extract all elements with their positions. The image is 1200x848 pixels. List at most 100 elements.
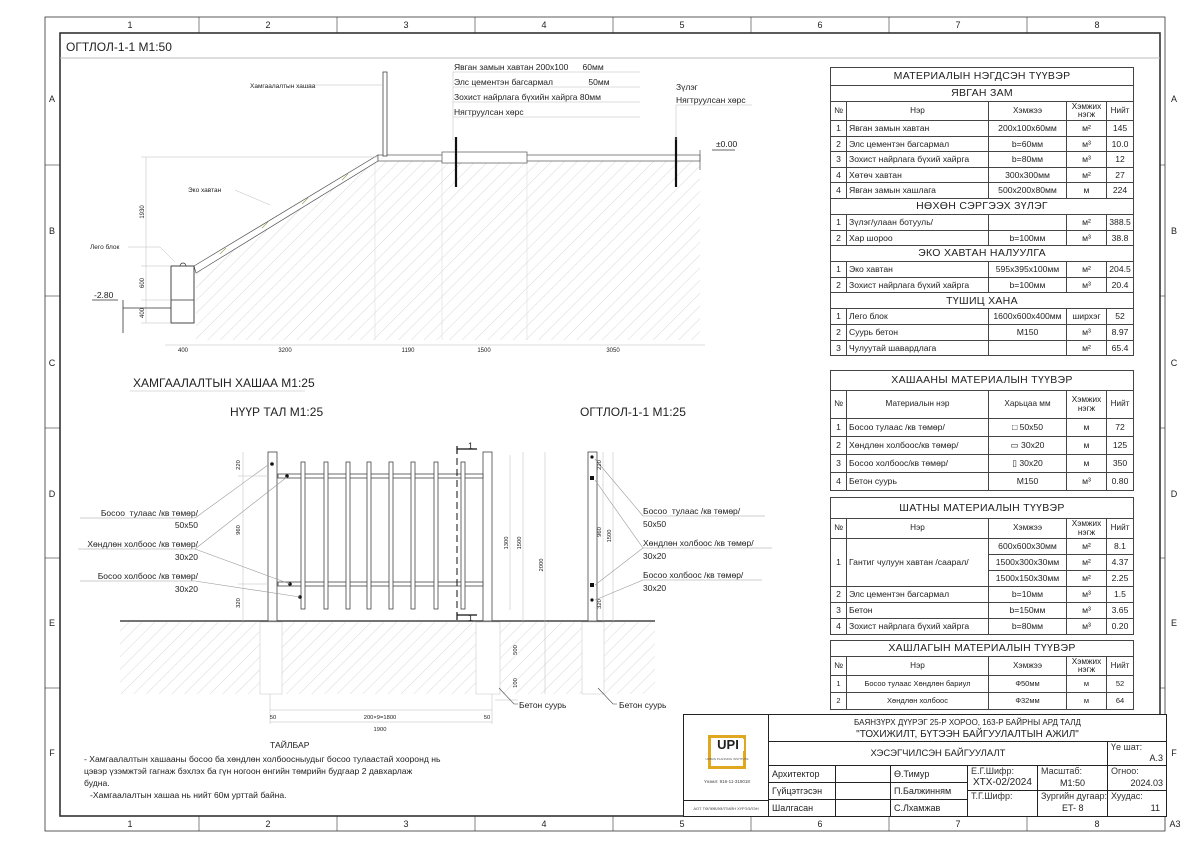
dim-label: 220 xyxy=(597,460,603,470)
table-cell: 0.80 xyxy=(1106,472,1134,491)
eg-label: Е.Г.Шифр: xyxy=(971,766,1014,776)
table-cell: b=60мм xyxy=(988,135,1067,153)
table-cell: 4 xyxy=(830,618,847,635)
signature-cell xyxy=(836,800,891,816)
lego-label: Лего блок xyxy=(90,243,119,251)
table-cell: b=80мм xyxy=(988,151,1067,168)
cut-mark: 1 xyxy=(468,441,473,451)
row-label: F xyxy=(49,748,55,758)
scale-cell: Масштаб: M1:50 xyxy=(1038,766,1108,791)
table-cell: м² xyxy=(1066,120,1107,137)
elevation-top: ±0.00 xyxy=(716,139,737,149)
concrete-label: Бетон суурь xyxy=(519,700,567,710)
date-label: Огноо: xyxy=(1111,766,1139,776)
logo-text: UPI xyxy=(717,737,739,752)
picket-size: 30x20 xyxy=(643,583,666,593)
tg-label: Т.Г.Шифр: xyxy=(971,791,1013,801)
table-cell: 10.0 xyxy=(1105,135,1135,153)
table-cell: 20.4 xyxy=(1105,276,1135,294)
table-cell: 2 xyxy=(830,229,847,247)
dim-label: 1190 xyxy=(402,348,416,354)
table-cell: 2 xyxy=(830,586,847,603)
table-cell: 300x300мм xyxy=(988,166,1067,184)
table-cell: Хөндлөн холбоос/кв төмөр/ xyxy=(846,436,989,455)
table-cell: м² xyxy=(1066,554,1107,571)
grass-label: Зүлэг xyxy=(676,82,698,92)
col-label: 7 xyxy=(955,819,960,829)
group-title: ТҮШИЦ ХАНА xyxy=(829,292,1135,310)
role: Гүйцэтгэсэн xyxy=(769,783,836,800)
drawing-number: ET- 8 xyxy=(1062,803,1084,813)
table-cell: Бетон суурь xyxy=(846,472,989,491)
grid-labels: 1 2 3 4 5 6 7 8 1 2 3 4 5 6 7 8 A B C D … xyxy=(49,20,1181,829)
logo-cell: UPI URBAN PLANNING INSTITUTE Үнэмл: 916-… xyxy=(684,715,769,800)
post-label: Босоо тулаас /кв төмөр/ xyxy=(643,506,741,516)
dim-label: 400 xyxy=(140,307,146,318)
signature-cell xyxy=(836,766,891,783)
table-cell: 3 xyxy=(830,602,847,619)
column-header: Хэмжээ xyxy=(988,101,1067,121)
table-cell: Босоо холбоос/кв төмөр/ xyxy=(846,454,989,473)
col-label: 6 xyxy=(817,20,822,30)
table-cell: b=100мм xyxy=(988,276,1067,294)
col-label: 2 xyxy=(265,819,270,829)
picket-size: 30x20 xyxy=(175,584,198,594)
layer-text: Зохист найрлага бүхийн хайрга 80мм xyxy=(454,92,601,102)
project-cell: БАЯНЗҮРХ ДҮҮРЭГ 25-Р ХОРОО, 163-Р БАЙРНЫ… xyxy=(769,715,1166,742)
table-cell: Босоо тулаас /кв төмөр/ xyxy=(846,418,989,437)
table-cell: 52 xyxy=(1105,675,1135,693)
dimension-lines xyxy=(128,71,752,346)
top-section-labels: Хамгаалалтын хашаа Эко хавтан Лего блок xyxy=(90,83,316,251)
col-label: 5 xyxy=(679,819,684,829)
column-header: Харьцаа мм xyxy=(988,390,1067,419)
post-size: 50x50 xyxy=(643,519,666,529)
fence-dims: 220 960 320 1300 1500 2000 500 100 50 20… xyxy=(236,460,613,733)
ground-hatch xyxy=(120,622,655,694)
table-cell: 4 xyxy=(830,166,847,184)
note-line: -Хамгаалалтын хашаа нь нийт 60м урттай б… xyxy=(90,790,287,800)
project-name: "ТОХИЖИЛТ, БҮТЭЭН БАЙГУУЛАЛТЫН АЖИЛ" xyxy=(856,729,1079,740)
dim-label: 1300 xyxy=(504,537,510,550)
group-title: НӨХӨН СЭРГЭЭХ ЗҮЛЭГ xyxy=(829,197,1135,215)
table-cell: 1 xyxy=(830,675,847,693)
table-cell: 3 xyxy=(830,454,847,473)
table-cell: м xyxy=(1066,675,1107,693)
table-cell: 1500x150x30мм xyxy=(988,570,1067,587)
dim-label: 100 xyxy=(513,678,519,688)
table-cell: Зохист найрлага бүхий хайрга xyxy=(846,618,989,635)
date-value: 2024.03 xyxy=(1130,778,1163,788)
sheet-title: ХЭСЭГЧИЛСЭН БАЙГУУЛАЛТ xyxy=(769,742,1108,766)
col-label: 1 xyxy=(127,20,132,30)
group-title: ЯВГАН ЗАМ xyxy=(829,85,1135,102)
column-header: № xyxy=(830,656,847,676)
rail-label: Хөндлөн холбоос /кв төмөр/ xyxy=(87,539,198,549)
person-name: Ө.Тимур xyxy=(891,766,968,783)
slope-section xyxy=(92,71,752,346)
table-cell: 4 xyxy=(830,472,847,491)
table-cell: 4 xyxy=(830,182,847,199)
column-header: Нэр xyxy=(846,101,989,121)
table-cell: 1600x600x400мм xyxy=(988,308,1067,325)
pavement xyxy=(377,154,701,162)
table-cell: м³ xyxy=(1066,618,1107,635)
tg-cell: Т.Г.Шифр: xyxy=(968,791,1038,816)
table-cell: м³ xyxy=(1066,151,1107,168)
table-cell: 72 xyxy=(1106,418,1134,437)
table-cell: 1.5 xyxy=(1106,586,1134,603)
title-block: UPI URBAN PLANNING INSTITUTE Үнэмл: 916-… xyxy=(683,714,1167,817)
notes: ТАЙЛБАР - Хамгаалалтын хашааны босоо ба … xyxy=(84,739,441,800)
stage-cell: Үе шат: А.3 xyxy=(1108,742,1166,766)
table-cell: Зохист найрлага бүхий хайрга xyxy=(846,276,989,294)
table-cell: 200x100x60мм xyxy=(988,120,1067,137)
table-cell: 65.4 xyxy=(1105,339,1135,357)
